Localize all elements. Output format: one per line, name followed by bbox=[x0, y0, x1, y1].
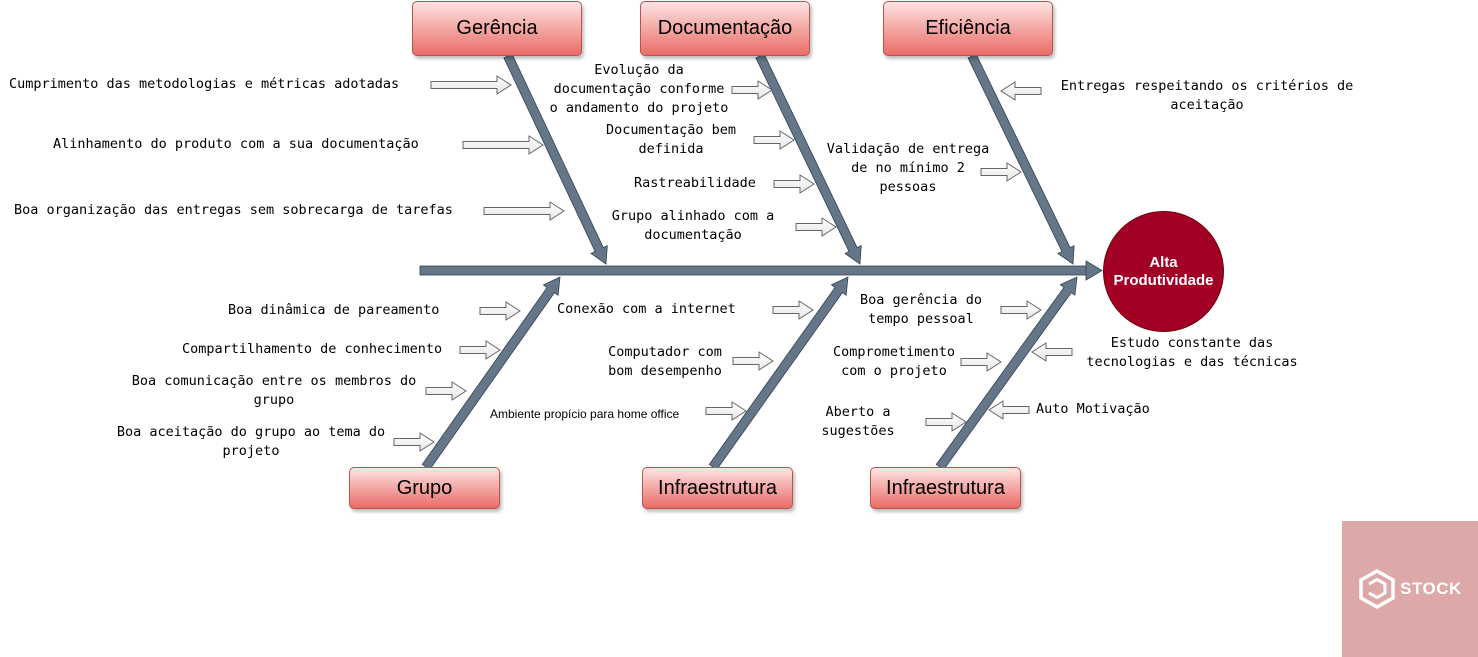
cause-label: Evolução da documentação conforme o anda… bbox=[549, 62, 729, 116]
cause-arrow bbox=[732, 351, 774, 371]
cause-label: Boa dinâmica de pareamento bbox=[228, 302, 440, 318]
category-infraestrutura-2: Infraestrutura bbox=[870, 467, 1021, 509]
cause-arrow bbox=[773, 174, 815, 194]
bone-eficiencia bbox=[967, 53, 1075, 265]
cause-label: Compartilhamento de conhecimento bbox=[182, 341, 443, 357]
cause-arrow bbox=[1031, 342, 1073, 362]
cause-label: Estudo constante das tecnologias e das t… bbox=[1086, 335, 1298, 370]
category-infraestrutura-1: Infraestrutura bbox=[642, 467, 793, 509]
bone-infraestrutura-1 bbox=[708, 276, 849, 471]
cause-arrow bbox=[462, 135, 544, 155]
cause-arrow bbox=[1000, 300, 1042, 320]
bone-infraestrutura-2 bbox=[935, 276, 1078, 471]
logo-text: STOCK bbox=[1400, 579, 1462, 598]
cause-label: Aberto a sugestões bbox=[821, 404, 895, 439]
cause-label: Ambiente propício para home office bbox=[490, 407, 680, 421]
cause-arrow bbox=[795, 217, 837, 237]
bones bbox=[421, 53, 1078, 471]
cause-arrow bbox=[483, 201, 565, 221]
category-grupo: Grupo bbox=[349, 467, 500, 509]
cause-arrow bbox=[425, 381, 467, 401]
cube-logo-icon bbox=[1359, 569, 1395, 609]
category-eficiencia: Eficiência bbox=[883, 1, 1053, 56]
cause-arrow bbox=[988, 400, 1030, 420]
cause-arrow bbox=[753, 130, 795, 150]
cause-arrow bbox=[960, 352, 1002, 372]
bone-documentacao bbox=[755, 53, 862, 265]
cause-arrow bbox=[459, 340, 501, 360]
category-documentacao: Documentação bbox=[640, 1, 810, 56]
cause-arrow bbox=[980, 162, 1022, 182]
cause-label: Boa aceitação do grupo ao tema do projet… bbox=[116, 424, 386, 459]
cause-label: Comprometimento com o projeto bbox=[833, 344, 955, 379]
cause-label: Grupo alinhado com a documentação bbox=[611, 208, 775, 243]
cause-arrow bbox=[393, 432, 435, 452]
cause-arrow bbox=[705, 401, 747, 421]
effect-label: Alta Produtividade bbox=[1113, 253, 1214, 289]
cause-label: Boa organização das entregas sem sobreca… bbox=[14, 202, 453, 218]
effect-circle: Alta Produtividade bbox=[1103, 211, 1224, 332]
cause-arrows bbox=[393, 75, 1073, 452]
logo-panel: STOCK bbox=[1342, 521, 1478, 657]
cause-label: Entregas respeitando os critérios de ace… bbox=[1060, 78, 1354, 113]
cause-label: Cumprimento das metodologias e métricas … bbox=[9, 76, 400, 92]
cause-arrow bbox=[430, 75, 512, 95]
cause-label: Computador com bom desempenho bbox=[608, 344, 722, 379]
cause-label: Rastreabilidade bbox=[634, 175, 756, 191]
cause-arrow bbox=[479, 301, 521, 321]
cause-label: Boa gerência do tempo pessoal bbox=[860, 292, 982, 327]
cause-label: Boa comunicação entre os membros do grup… bbox=[131, 373, 417, 408]
cause-label: Conexão com a internet bbox=[557, 301, 736, 317]
cause-label: Validação de entrega de no mínimo 2 pess… bbox=[826, 141, 990, 195]
cause-arrow bbox=[1000, 81, 1042, 101]
bone-grupo bbox=[421, 276, 561, 471]
cause-arrow bbox=[731, 80, 773, 100]
cause-label: Alinhamento do produto com a sua documen… bbox=[53, 136, 419, 152]
cause-label: Documentação bem definida bbox=[605, 122, 737, 157]
spine bbox=[419, 260, 1103, 281]
cause-arrow bbox=[925, 412, 967, 432]
category-gerencia: Gerência bbox=[412, 1, 582, 56]
cause-label: Auto Motivação bbox=[1036, 401, 1150, 417]
bone-gerencia bbox=[503, 53, 608, 265]
cause-arrow bbox=[772, 300, 814, 320]
